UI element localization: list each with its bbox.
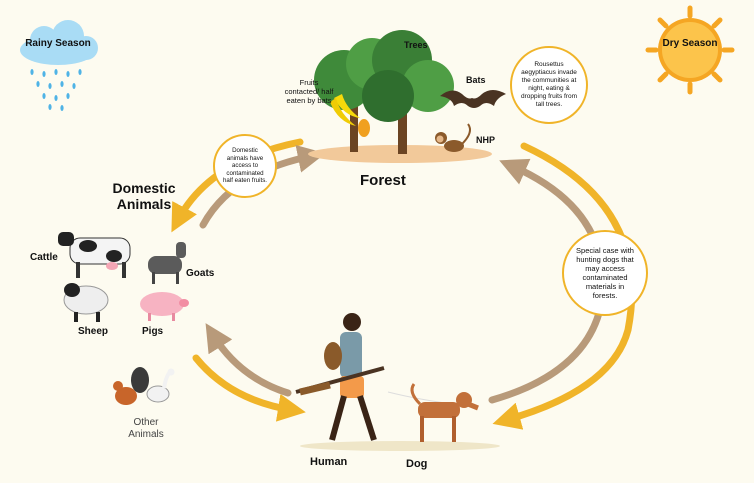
bats-label: Bats: [466, 75, 486, 85]
ground-shadow: [300, 441, 500, 451]
fruit-icon: [330, 94, 370, 137]
bats-callout: Rousettus aegyptiacus invade the communi…: [510, 46, 588, 124]
domestic-animals-title: Domestic Animals: [112, 180, 176, 212]
dog-label: Dog: [406, 458, 428, 470]
rain-drops-icon: [30, 69, 82, 111]
dog-callout: Special case with hunting dogs that may …: [562, 230, 648, 316]
nhp-label: NHP: [476, 135, 496, 145]
arrow-human-to-domestic: [205, 323, 292, 397]
other-animals-label: Other Animals: [128, 417, 164, 440]
bats-callout-text: Rousettus aegyptiacus invade the communi…: [521, 61, 577, 108]
rain-cloud-icon: [20, 20, 98, 65]
arrow-domestic-to-human: [192, 354, 306, 422]
pigs-label: Pigs: [142, 326, 164, 337]
tree-icon: [314, 30, 454, 154]
rainy-season-label: Rainy Season: [25, 38, 91, 49]
poultry-icon: [113, 367, 175, 405]
domestic-callout-text: Domestic animals have access to contamin…: [222, 147, 268, 185]
goats-label: Goats: [186, 268, 215, 279]
human-label: Human: [310, 456, 348, 468]
monkey-icon: [435, 123, 471, 152]
trees-label: Trees: [404, 40, 428, 50]
pig-icon: [140, 292, 189, 321]
goat-icon: [148, 242, 186, 284]
cattle-icon: [58, 232, 131, 278]
dog-callout-text: Special case with hunting dogs that may …: [576, 246, 634, 300]
dog-icon: [387, 383, 479, 442]
hunter-icon: [295, 313, 385, 441]
fruits-note: Fruits contacted/ half eaten by bats: [284, 78, 334, 105]
forest-title: Forest: [360, 172, 406, 189]
sun-icon: [645, 5, 735, 95]
sheep-icon: [63, 283, 109, 322]
sheep-label: Sheep: [78, 326, 109, 337]
dry-season-label: Dry Season: [662, 38, 718, 49]
bat-icon: [440, 90, 506, 108]
domestic-callout: Domestic animals have access to contamin…: [213, 134, 277, 198]
arrow-forest-to-human: [492, 142, 636, 430]
cattle-label: Cattle: [30, 252, 58, 263]
